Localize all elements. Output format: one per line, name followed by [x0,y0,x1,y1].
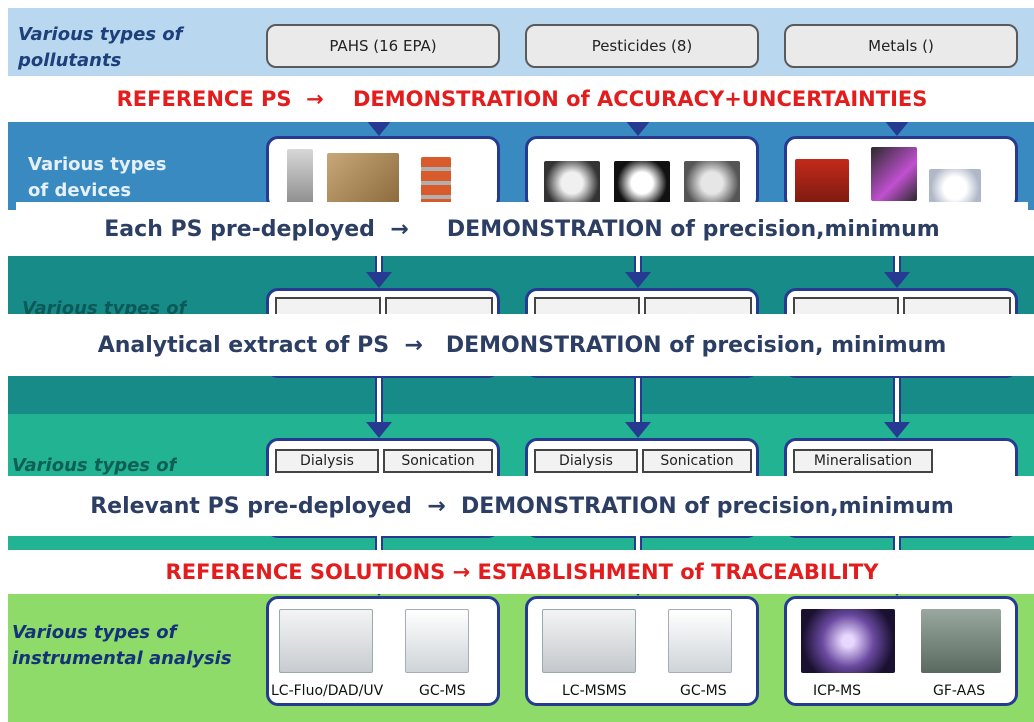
arrow-down-3c [884,378,910,438]
device-box-metals [784,136,1018,210]
arrow-down-3b [884,254,910,288]
overlay-each-ps-pre-deployed: Each PS pre-deployed → DEMONSTRATION of … [16,202,1028,256]
instrument-photo-icp-ms [801,609,895,673]
overlay-reference-solutions: REFERENCE SOLUTIONS → ESTABLISHMENT of T… [16,550,1028,594]
extraction-tab-sonication-1: Sonication [383,449,493,473]
instrument-box-2: LC-MSMS GC-MS [525,596,759,706]
instrument-label-gc-ms-1: GC-MS [419,683,466,699]
instrument-photo-lc-msms [542,609,636,673]
extraction-tab-mineralisation: Mineralisation [793,449,933,473]
instrument-box-3: ICP-MS GF-AAS [784,596,1018,706]
device-photo-2 [327,153,399,207]
pollutant-pesticides: Pesticides (8) [525,24,759,68]
pollutant-pahs: PAHS (16 EPA) [266,24,500,68]
device-box-pesticides [525,136,759,210]
row-label-3: Various types of [22,298,187,314]
device-photo-3 [421,157,451,205]
instrument-photo-gf-aas [921,609,1001,673]
instrument-photo-lc-fluo [279,609,373,673]
instrument-label-lc-msms: LC-MSMS [562,683,627,699]
row-label-4: Various types of [12,455,177,476]
instrument-label-icp-ms: ICP-MS [813,683,862,699]
extraction-tab-dialysis-2: Dialysis [534,449,638,473]
instrument-label-gc-ms-2: GC-MS [680,683,727,699]
band-4-lower [8,536,1034,550]
overlay-relevant-ps: Relevant PS pre-deployed → DEMONSTRATION… [16,476,1028,536]
instrument-label-lc-fluo: LC-Fluo/DAD/UV [271,683,384,699]
pollutant-metals: Metals () [784,24,1018,68]
device-photo-6 [684,161,740,205]
device-photo-8 [871,147,917,201]
device-box-pahs [266,136,500,210]
overlay-analytical-extract: Analytical extract of PS → DEMONSTRATION… [16,314,1028,376]
arrow-down-1b [366,254,392,288]
device-photo-5 [614,161,670,205]
row-label-pollutants: Various types of pollutants [18,24,183,71]
device-photo-1 [287,149,313,207]
band-3-lower [8,376,1034,414]
extraction-tab-dialysis-1: Dialysis [275,449,379,473]
instrument-photo-gc-ms-2 [668,609,732,673]
instrument-photo-gc-ms-1 [405,609,469,673]
row-label-instrumental: Various types of instrumental analysis [12,622,232,669]
extraction-tab-sonication-2: Sonication [642,449,752,473]
instrument-label-gf-aas: GF-AAS [933,683,986,699]
device-photo-4 [544,161,600,205]
arrow-down-2c [625,378,651,438]
device-photo-9 [929,169,981,207]
instrument-box-1: LC-Fluo/DAD/UV GC-MS [266,596,500,706]
arrow-down-1c [366,378,392,438]
device-photo-7 [795,159,849,205]
overlay-reference-ps: REFERENCE PS → DEMONSTRATION of ACCURACY… [16,76,1028,122]
row-label-devices: Various types of devices [28,154,167,201]
arrow-down-2b [625,254,651,288]
